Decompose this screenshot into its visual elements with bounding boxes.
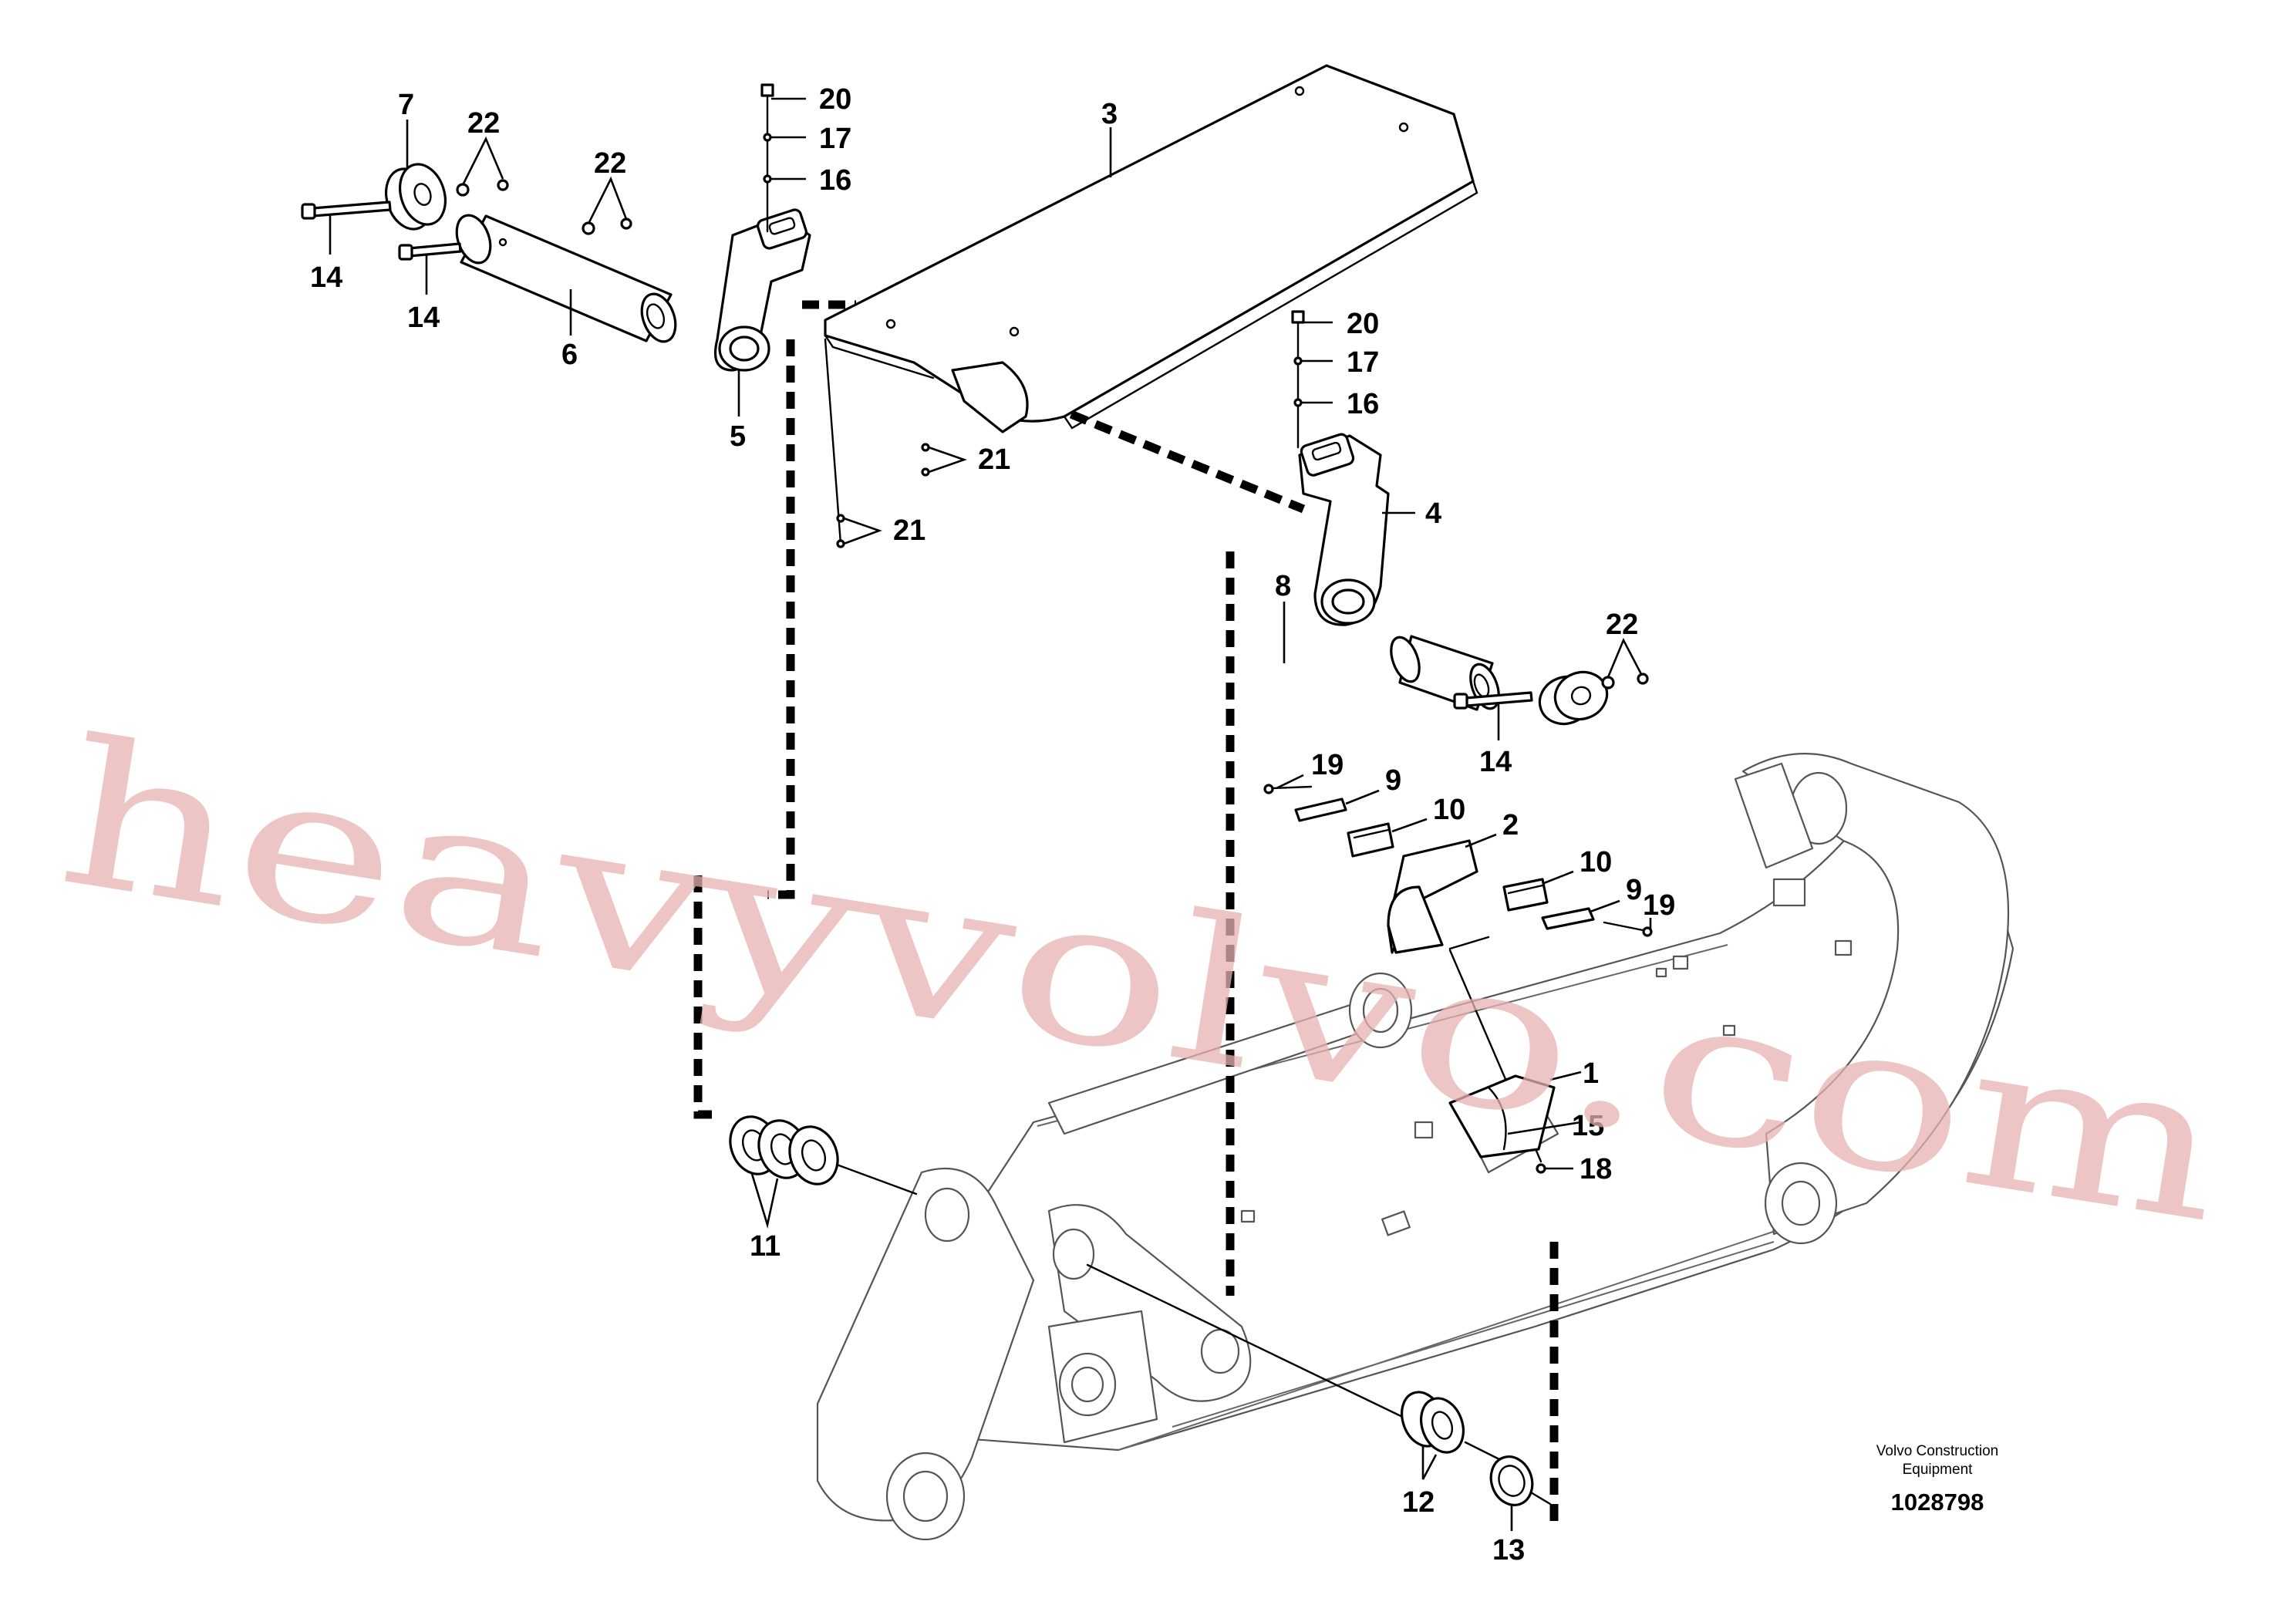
callout-10a: 10	[1433, 794, 1465, 826]
callout-13: 13	[1492, 1534, 1525, 1566]
callout-20b: 20	[1347, 308, 1379, 340]
callout-3: 3	[1101, 98, 1118, 130]
callout-7: 7	[398, 89, 414, 121]
callout-5: 5	[730, 420, 746, 453]
callout-19a: 19	[1311, 749, 1344, 781]
callout-8: 8	[1275, 570, 1291, 602]
leader-lines	[329, 97, 1652, 1531]
callout-22c: 22	[1606, 609, 1638, 641]
callout-2: 2	[1502, 809, 1519, 841]
pin-long	[455, 214, 677, 343]
callout-9b: 9	[1626, 874, 1642, 906]
callout-16b: 16	[1347, 388, 1379, 420]
screw-stack-left	[760, 83, 774, 233]
callout-14a: 14	[310, 261, 342, 294]
callout-22a: 22	[467, 107, 500, 140]
callout-10b: 10	[1580, 846, 1612, 878]
callout-4: 4	[1425, 497, 1441, 530]
callout-15: 15	[1572, 1110, 1604, 1142]
washer-left	[385, 163, 447, 231]
callout-21b: 21	[893, 514, 925, 547]
callout-17b: 17	[1347, 346, 1379, 379]
callout-17a: 17	[819, 123, 851, 155]
linkage-arm-right	[1047, 1204, 1252, 1402]
document-number: 1028798	[1891, 1489, 1984, 1516]
boom-assembly	[816, 753, 2014, 1541]
brand-line-1: Volvo Construction	[1876, 1443, 1998, 1459]
clamp-assembly	[1263, 784, 1653, 1174]
bolts-14	[301, 201, 1533, 710]
callout-9a: 9	[1385, 764, 1401, 797]
brand-line-2: Equipment	[1903, 1462, 1974, 1478]
callout-12: 12	[1402, 1486, 1435, 1519]
shield-plate	[824, 64, 1478, 433]
callout-11: 11	[750, 1230, 781, 1263]
callout-22b: 22	[594, 147, 626, 180]
rings-12-13	[1086, 1263, 1552, 1506]
screw-stack-right	[1291, 310, 1305, 449]
footer: Volvo Construction Equipment 1028798	[1876, 1443, 1998, 1516]
callout-14b: 14	[407, 302, 440, 334]
callout-16a: 16	[819, 164, 851, 197]
callout-6: 6	[561, 339, 578, 371]
boom-cylinder	[1734, 762, 1814, 869]
callout-labels: 20 17 16 3 7 22 22 14 14 6 5 20 17 16 21…	[310, 83, 1675, 1566]
callout-20a: 20	[819, 83, 851, 116]
callout-1: 1	[1583, 1057, 1599, 1090]
washer-right	[1538, 670, 1609, 726]
callout-18: 18	[1580, 1153, 1612, 1185]
callout-19b: 19	[1643, 889, 1675, 922]
bracket-left	[713, 208, 811, 372]
callout-14c: 14	[1479, 746, 1512, 778]
boom-head-bracket	[1741, 753, 2010, 1236]
callout-21a: 21	[978, 443, 1010, 476]
bracket-right	[1298, 433, 1390, 626]
nuts-22	[456, 179, 1649, 690]
rings-11	[729, 1115, 918, 1195]
